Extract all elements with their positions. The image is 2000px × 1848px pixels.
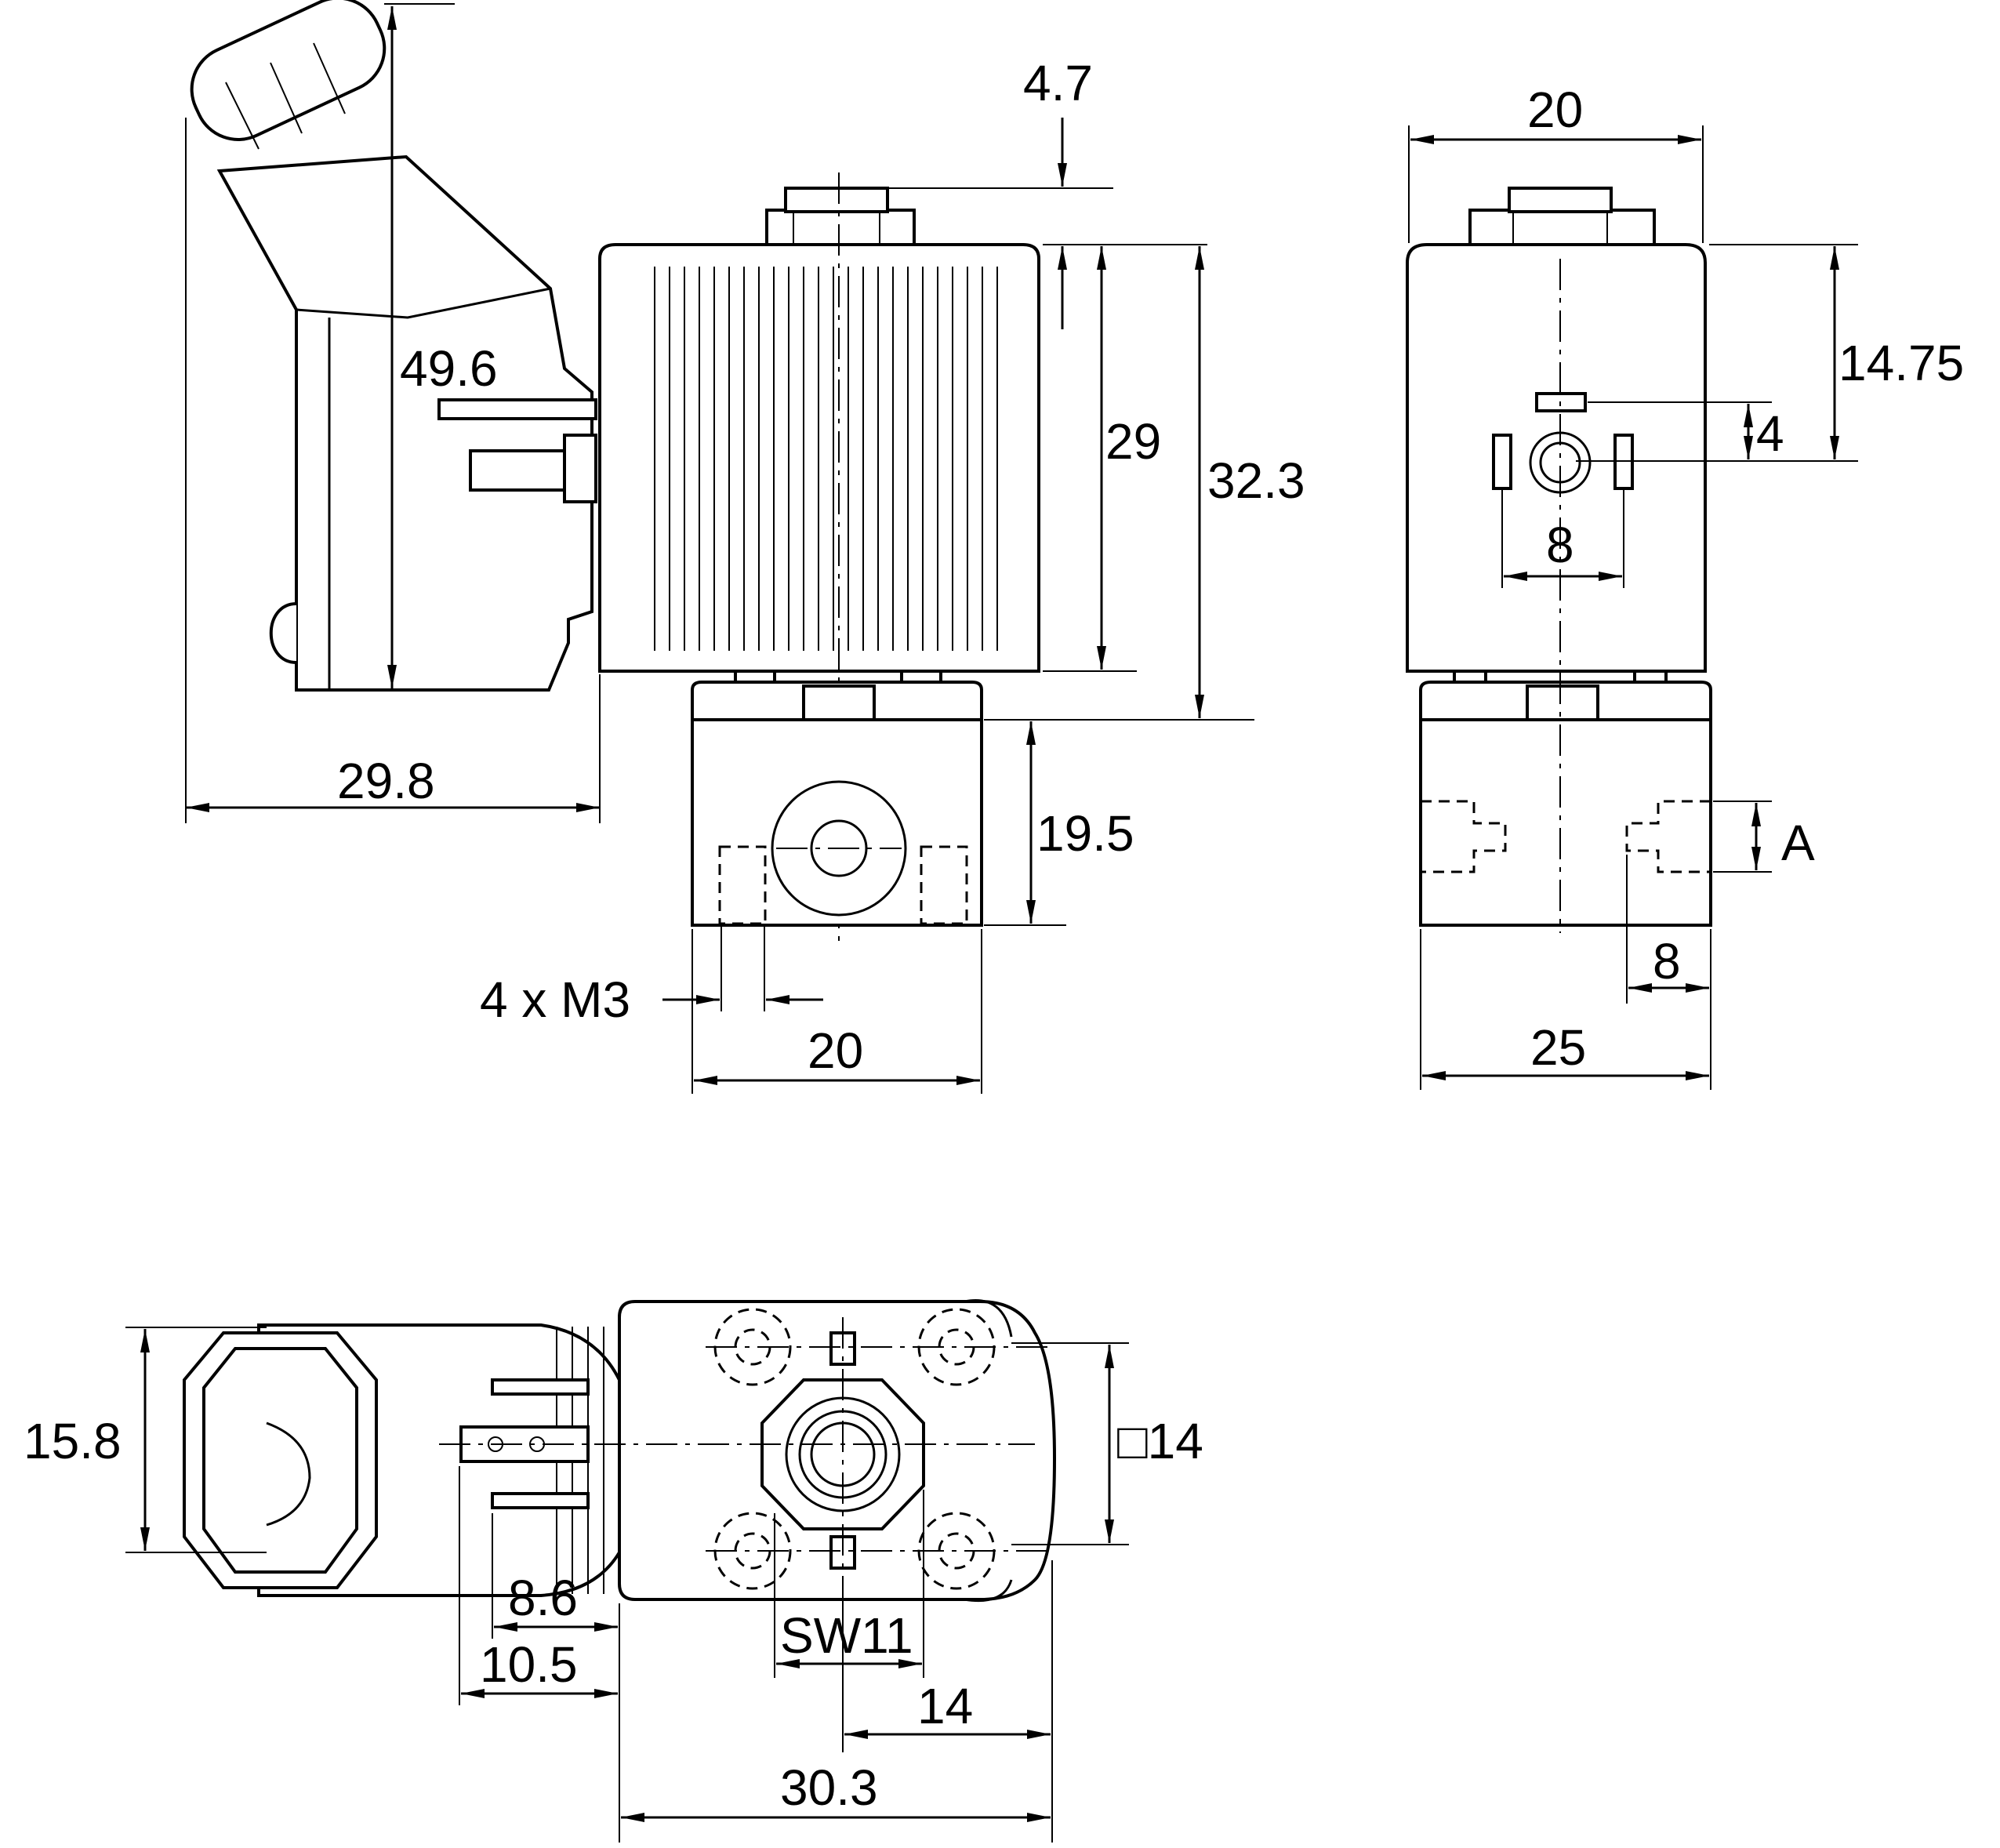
side-coil (1406, 243, 1707, 673)
top-base (439, 1299, 1057, 1603)
dimension-lines (125, 3, 1858, 1843)
label-coil-width-side: 20 (1527, 82, 1583, 138)
label-base-width-front: 20 (808, 1022, 863, 1079)
label-pin-spacing-horizontal: 8 (1546, 517, 1574, 573)
side-top-nut (1468, 187, 1656, 251)
label-thread-spec: 4 x M3 (480, 971, 630, 1028)
valve-base (691, 670, 983, 927)
label-total-length: 30.3 (780, 1759, 878, 1816)
label-connector-width: 15.8 (24, 1413, 122, 1469)
label-port-offset-height: 14.75 (1838, 335, 1964, 391)
label-pin-offset-1: 8.6 (508, 1570, 578, 1626)
label-top-nut-height: 4.7 (1023, 55, 1093, 111)
label-base-width-side: 25 (1530, 1019, 1586, 1076)
coil-body (598, 172, 1040, 941)
side-view (1406, 187, 1712, 933)
label-port: A (1781, 815, 1815, 871)
label-total-height: 49.6 (400, 340, 498, 397)
top-connector (183, 1323, 621, 1597)
label-wrench-size: SW11 (780, 1607, 913, 1664)
top-nut (765, 187, 916, 251)
label-coil-flange-height: 32.3 (1207, 452, 1305, 509)
label-half-length: 14 (917, 1678, 973, 1734)
side-base (1419, 259, 1712, 933)
connector-plug (190, 0, 597, 692)
label-coil-height: 29 (1105, 413, 1161, 470)
label-pin-offset-2: 10.5 (480, 1636, 578, 1693)
dimension-labels: 49.6 29.8 4.7 29 32.3 19.5 4 x M3 20 20 … (24, 55, 1964, 1816)
label-port-width: 8 (1653, 933, 1681, 989)
label-body-depth: 29.8 (337, 753, 435, 809)
top-view (183, 1299, 1057, 1603)
front-view (190, 0, 1040, 941)
label-base-height: 19.5 (1036, 805, 1134, 862)
label-square-size: □14 (1117, 1413, 1203, 1469)
label-pin-spacing-vertical: 4 (1756, 405, 1784, 462)
